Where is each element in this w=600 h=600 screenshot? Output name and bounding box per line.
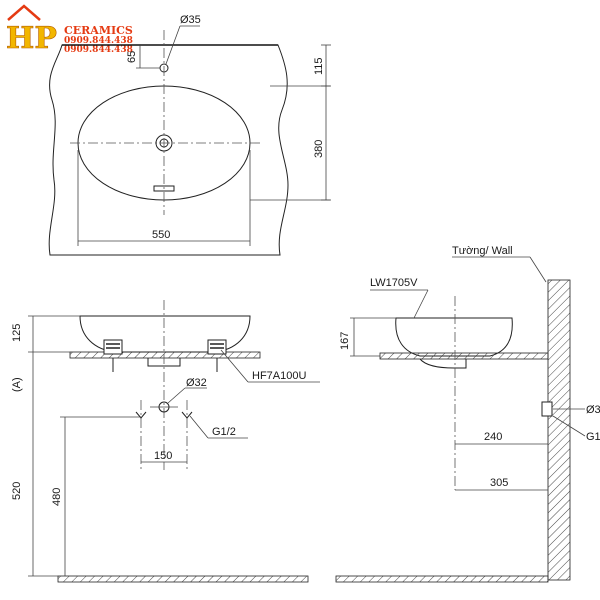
front-fitting-label: HF7A100U xyxy=(252,370,306,382)
plan-dim-65: 65 xyxy=(126,51,138,63)
front-dim-520: 520 xyxy=(11,482,23,500)
logo-phone-1: 0909.844.438 xyxy=(64,36,133,46)
front-thread-leader xyxy=(189,415,209,439)
side-waste xyxy=(419,358,467,369)
side-basin xyxy=(395,317,513,357)
plan-dim-380: 380 xyxy=(313,140,325,158)
front-dim-125: 125 xyxy=(11,324,23,342)
front-waste-diameter-label: Ø32 xyxy=(186,377,207,389)
front-fitting-leader xyxy=(220,349,249,383)
plan-counter-outline xyxy=(48,44,289,256)
front-countertop xyxy=(69,351,261,359)
plan-view: Ø35 65 115 380 550 xyxy=(48,14,331,256)
front-supply-right xyxy=(181,411,193,419)
side-wall-label: Tường/ Wall xyxy=(452,245,513,257)
front-floor xyxy=(57,575,309,583)
plan-tap-leader xyxy=(165,25,181,65)
side-thread-label: G1 xyxy=(586,431,600,443)
side-pipe-diameter-label: Ø3 xyxy=(586,404,600,416)
front-supply-left xyxy=(135,411,147,419)
roof-icon xyxy=(7,4,41,21)
side-wall-leader xyxy=(529,256,547,283)
logo-name: CERAMICS xyxy=(64,24,133,37)
logo-brand: HP xyxy=(6,21,57,56)
front-dim-150: 150 xyxy=(154,450,172,462)
plan-tap-diameter-label: Ø35 xyxy=(180,14,201,26)
side-view: Tường/ Wall LW1705V 167 Ø3 G1 240 305 xyxy=(335,245,600,583)
front-waste-body xyxy=(147,358,181,367)
side-dim-240: 240 xyxy=(484,431,502,443)
side-countertop xyxy=(379,352,549,360)
side-wall xyxy=(547,279,571,581)
logo-phone-2: 0909.844.438 xyxy=(64,45,133,55)
front-thread-label: G1/2 xyxy=(212,426,236,438)
plan-dim-115: 115 xyxy=(313,57,325,75)
side-wall-pipe xyxy=(541,401,553,417)
side-model-label: LW1705V xyxy=(370,277,418,289)
side-dim-305: 305 xyxy=(490,477,508,489)
side-model-leader xyxy=(413,289,429,319)
front-dim-480: 480 xyxy=(51,488,63,506)
plan-overflow xyxy=(153,185,175,192)
side-floor xyxy=(335,575,549,583)
front-view: Ø32 HF7A100U G1/2 150 125 (A) 520 480 xyxy=(11,300,320,583)
side-dim-167: 167 xyxy=(339,332,351,350)
front-dim-level: (A) xyxy=(11,377,23,392)
brand-logo: HP CERAMICS 0909.844.438 0909.844.438 xyxy=(6,4,133,56)
front-fitting-left xyxy=(103,339,123,372)
plan-dim-550: 550 xyxy=(152,229,170,241)
